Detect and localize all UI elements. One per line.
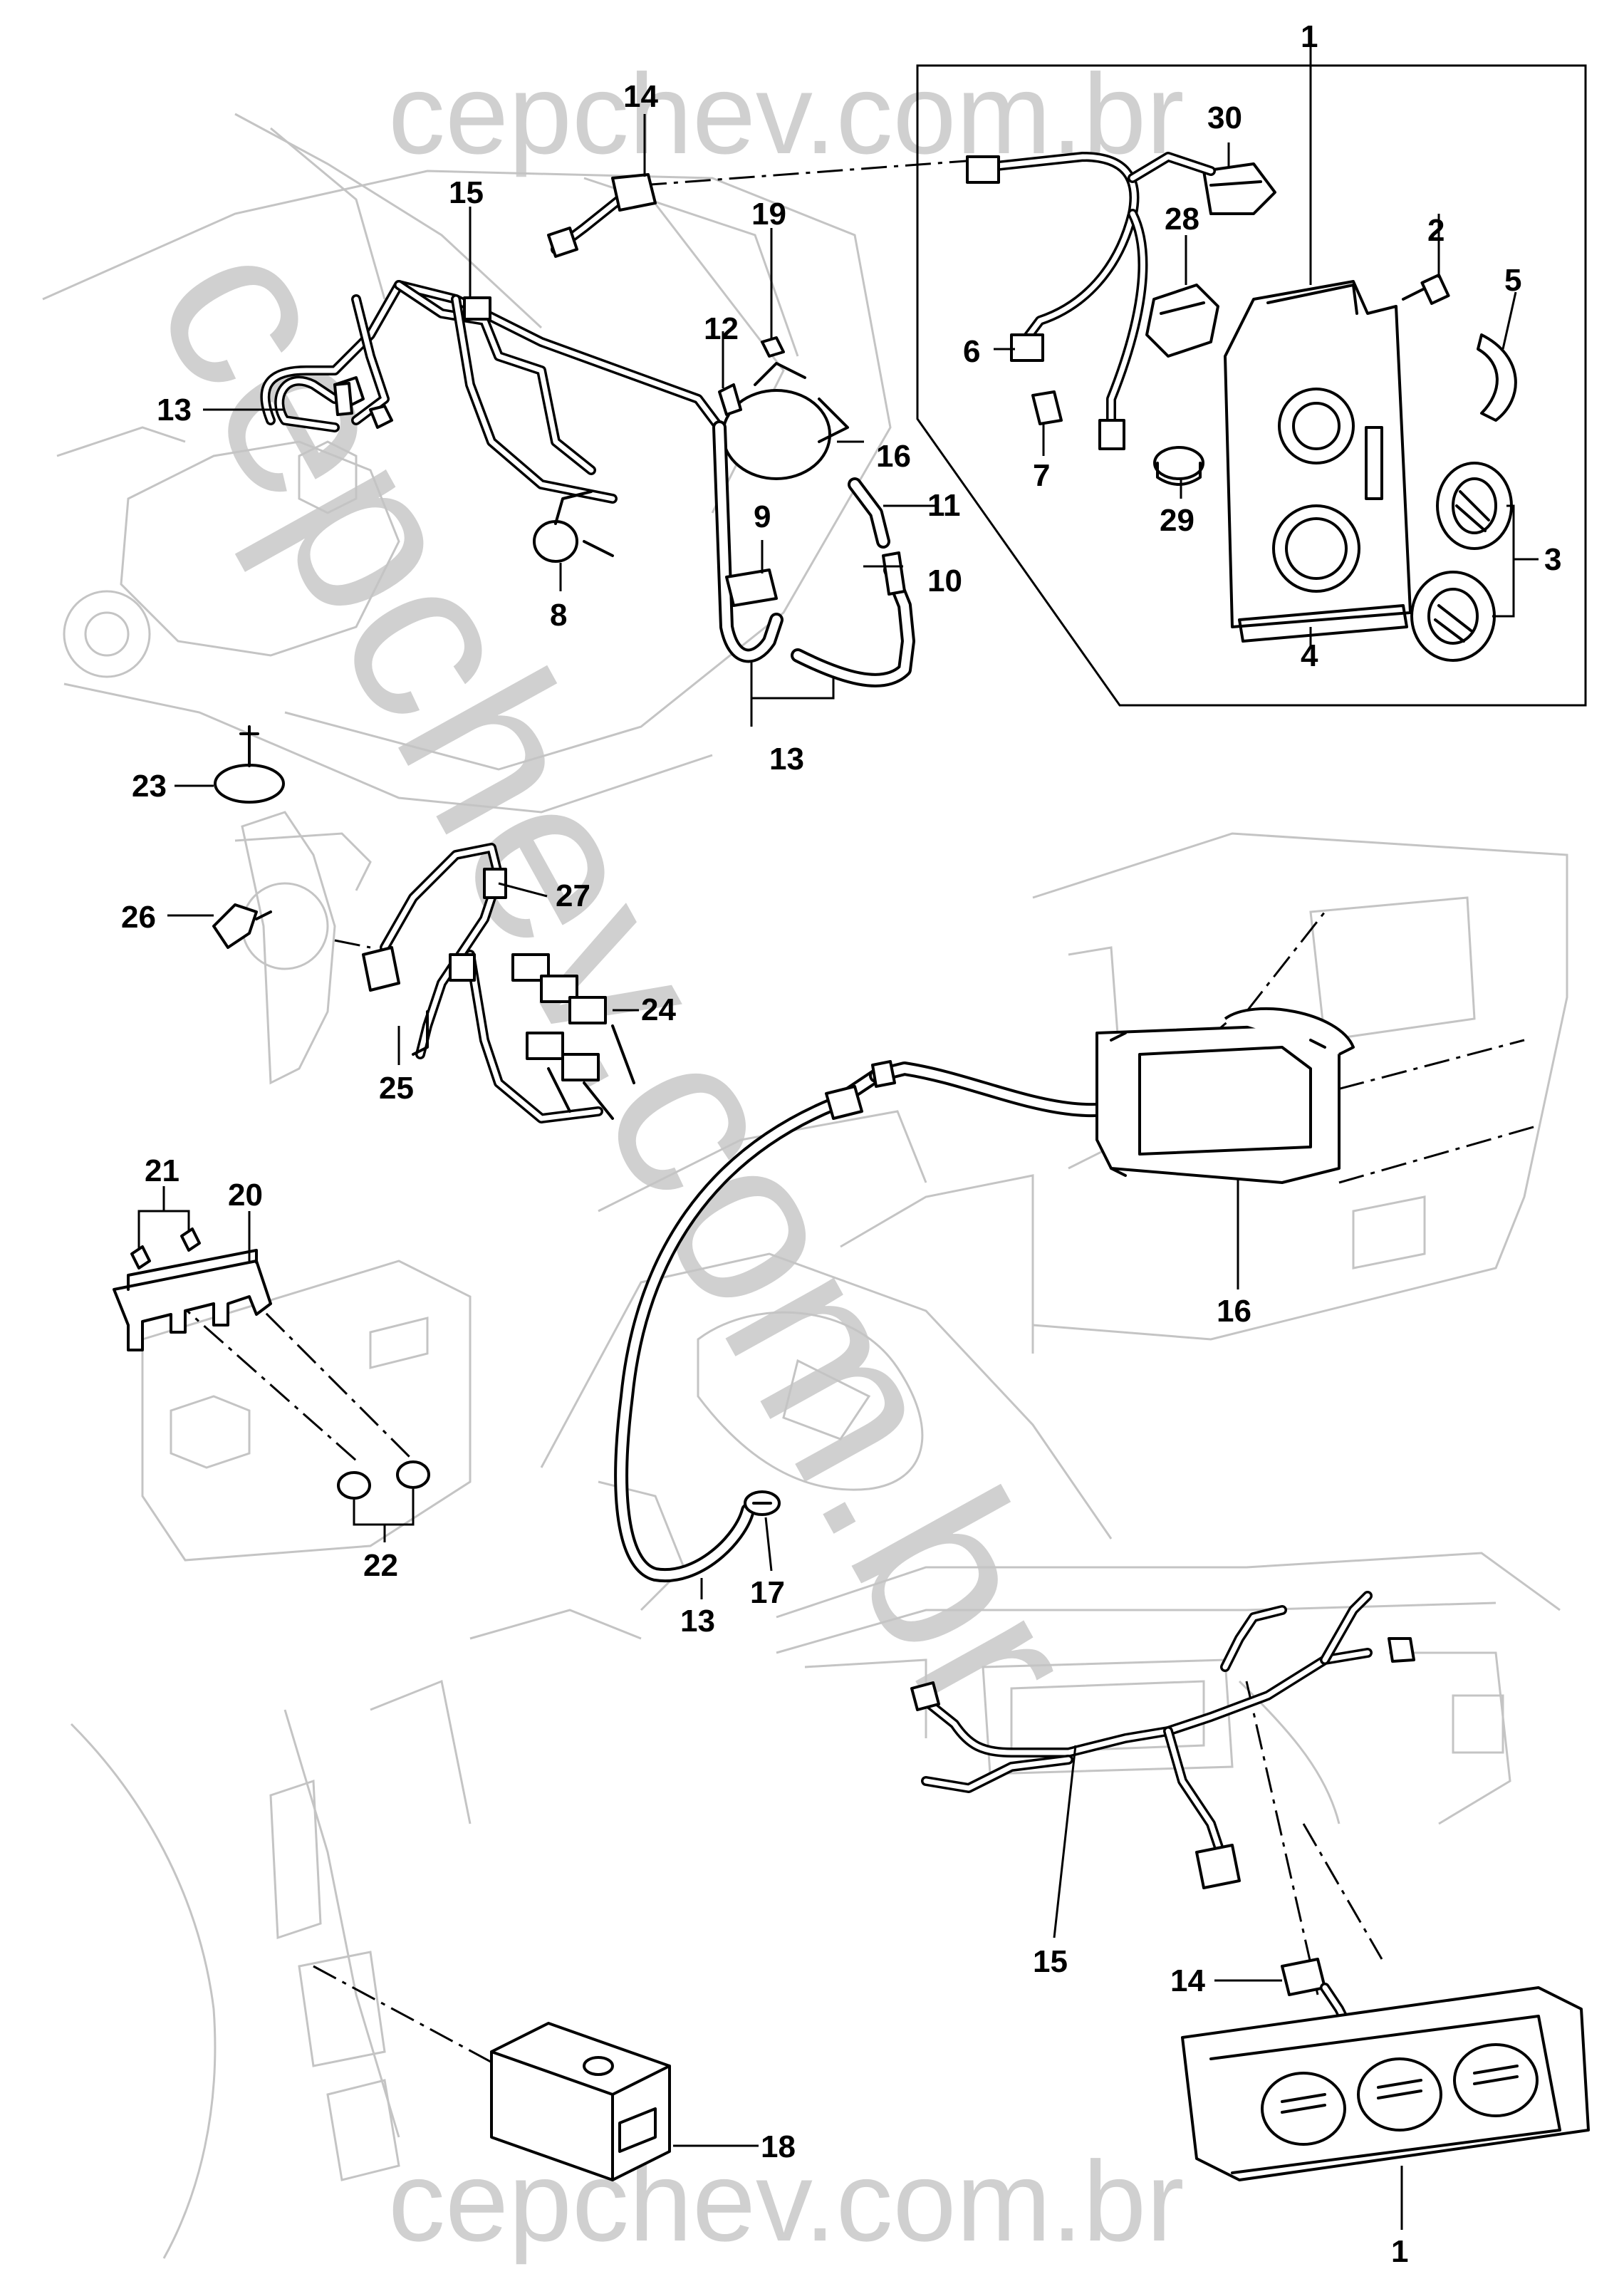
detail-box-outline	[916, 64, 1587, 707]
vacuum-valve-8	[533, 490, 614, 563]
callout-1-bottom: 1	[1391, 2234, 1408, 2269]
callout-8: 8	[550, 598, 567, 633]
callout-23: 23	[132, 769, 167, 804]
callout-18: 18	[761, 2129, 796, 2164]
switch-18	[490, 2022, 671, 2181]
callout-29: 29	[1160, 503, 1194, 538]
nuts-22	[337, 1460, 430, 1500]
intake-ghost	[234, 811, 372, 1085]
bracket-20	[113, 1249, 272, 1351]
callout-13-left: 13	[157, 393, 192, 427]
nut-19	[761, 336, 785, 358]
connector-14-low	[1281, 1958, 1358, 2042]
callout-16-low: 16	[1217, 1294, 1251, 1329]
callout-26: 26	[121, 900, 156, 935]
callout-15-low: 15	[1033, 1944, 1068, 1979]
callout-10: 10	[927, 564, 962, 598]
connector-30	[1202, 162, 1276, 215]
callout-17: 17	[750, 1575, 785, 1610]
callout-28: 28	[1165, 202, 1199, 237]
callout-14-low: 14	[1170, 1963, 1205, 1998]
switch-28	[1145, 284, 1219, 358]
callout-22: 22	[363, 1548, 398, 1583]
vacuum-tubes-mid	[712, 420, 915, 687]
vacuum-harness-15-top	[260, 280, 724, 504]
thumbwheel-5	[1477, 333, 1517, 422]
callout-4: 4	[1301, 638, 1318, 673]
dash-ghost-left	[141, 1260, 472, 1562]
callout-numbers: 1 2 3 4 5 6 7 8 9 10 11 12 13 13 13 14 1…	[121, 19, 1561, 2269]
dashboard-ghost-lower	[776, 1552, 1561, 1825]
callout-24: 24	[641, 992, 676, 1027]
screw-2	[1402, 274, 1450, 305]
clip-17	[744, 1490, 781, 1516]
callout-16-top: 16	[876, 439, 911, 474]
connector-25	[362, 946, 429, 1056]
tee-13-left	[274, 375, 353, 432]
callout-13-mid: 13	[769, 742, 804, 777]
callout-1-top: 1	[1301, 19, 1318, 54]
control-panel-1-front	[1181, 1986, 1590, 2181]
callout-2: 2	[1427, 213, 1445, 248]
callout-5: 5	[1504, 263, 1521, 298]
callout-6: 6	[963, 334, 980, 369]
watermark-bottom: cepchev.com.br	[388, 2137, 1185, 2265]
leader-lines	[137, 36, 1539, 2230]
callout-21: 21	[145, 1153, 179, 1188]
vacuum-actuator-23	[214, 725, 285, 804]
callout-11: 11	[927, 488, 961, 523]
callout-13-low: 13	[680, 1604, 715, 1639]
callout-27: 27	[556, 878, 590, 913]
bulb-7	[1031, 390, 1063, 425]
callout-25: 25	[379, 1071, 414, 1106]
callout-3: 3	[1544, 542, 1561, 577]
screw-12	[718, 383, 742, 416]
panel-harness-6	[966, 152, 1216, 450]
ignition-coil-connectors-24	[511, 953, 635, 1120]
control-panel-housing	[1224, 280, 1412, 643]
console-ghost	[70, 1609, 642, 2259]
callout-12: 12	[704, 311, 739, 346]
bulb-holder-29	[1153, 446, 1204, 486]
callout-30: 30	[1207, 100, 1242, 135]
vacuum-harness-15-low	[910, 1591, 1415, 1889]
sensor-26	[212, 903, 272, 949]
knob-upper	[1436, 462, 1513, 550]
callout-14-top: 14	[623, 79, 658, 114]
explosion-lines	[170, 159, 1539, 2067]
vacuum-reservoir-16-top	[722, 362, 849, 480]
vacuum-reservoir-16-low	[1095, 1007, 1355, 1184]
callout-19: 19	[751, 197, 786, 232]
callout-15-top: 15	[449, 175, 484, 210]
connector-14-top	[547, 173, 657, 258]
callout-9: 9	[754, 499, 771, 534]
callout-20: 20	[228, 1178, 263, 1213]
callout-7: 7	[1033, 458, 1050, 493]
knob-lower	[1410, 571, 1496, 662]
